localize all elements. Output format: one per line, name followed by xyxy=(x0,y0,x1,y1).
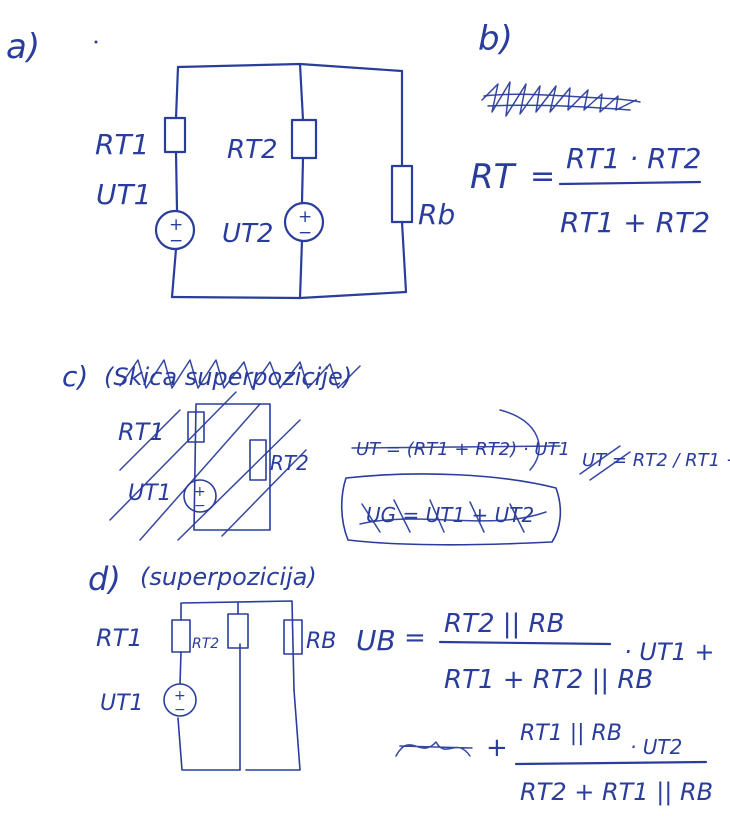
formula-d-frac1-den: RT1 + RT2 || RB xyxy=(444,665,653,695)
resistor-rb xyxy=(390,164,414,224)
title-c-strike xyxy=(119,359,361,389)
formula-d-frac1-num: RT2 || RB xyxy=(444,609,564,639)
wire-left-upper xyxy=(174,65,180,120)
wire-left-lower xyxy=(170,247,178,299)
source-ut1-plus: + xyxy=(169,215,183,235)
label-ut1: UT1 xyxy=(96,178,151,211)
source-ut2-plus: + xyxy=(298,207,312,227)
circuit-d-plus: + xyxy=(174,688,186,704)
formula-d-plus2: + xyxy=(486,733,508,763)
formula-b-numerator: RT1 · RT2 xyxy=(566,142,701,175)
wire-mid-upper xyxy=(298,62,305,122)
struck-formula-c1-text: UT = (RT1 + RT2) · UT1 xyxy=(356,439,570,460)
source-ut2-minus: − xyxy=(298,223,312,243)
formula-b: RT = RT1 · RT2 RT1 + RT2 xyxy=(470,142,710,239)
wire-bottom xyxy=(170,290,408,300)
formula-b-lhs: RT xyxy=(470,157,517,197)
formula-d-frac2-den: RT2 + RT1 || RB xyxy=(520,778,713,806)
formula-d-lhs: UB xyxy=(356,624,396,657)
circuit-d-right-bottom xyxy=(245,689,301,771)
formula-b-denominator: RT1 + RT2 xyxy=(560,206,710,239)
struck-formula-c1: UT = (RT1 + RT2) · UT1 xyxy=(351,409,570,471)
label-d: d) xyxy=(88,560,121,598)
formula-d: UB = RT2 || RB RT1 + RT2 || RB · UT1 + +… xyxy=(356,609,715,806)
title-d: (superpozicija) xyxy=(140,563,317,591)
wire-mid-lower xyxy=(298,239,304,300)
struck-formula-c2: UG = UT1 + UT2 xyxy=(340,473,562,546)
label-ut2: UT2 xyxy=(222,219,273,249)
label-a: a) xyxy=(6,27,40,67)
sketch-c-plus: + xyxy=(194,484,206,500)
source-ut2 xyxy=(283,201,325,243)
title-c: (Skica superpozicije) xyxy=(104,363,352,391)
circuit-d: + − RT1 RT2 RB UT1 xyxy=(96,600,336,771)
circuit-d-source xyxy=(163,683,197,717)
wire-top xyxy=(176,62,404,73)
formula-d-scribble xyxy=(395,741,473,757)
label-rt2: RT2 xyxy=(227,135,278,165)
circuit-d-top xyxy=(181,600,295,691)
circuit-d-rt2 xyxy=(227,613,249,649)
circuit-a: + − + − RT1 RT2 UT1 UT2 Rb xyxy=(95,62,455,300)
formula-b-fraction-bar xyxy=(558,180,702,186)
formula-d-times1: · UT1 + xyxy=(624,638,715,666)
sketch-c-label-rt2: RT2 xyxy=(270,451,309,475)
sketch-c-label-rt1: RT1 xyxy=(118,418,165,446)
label-rb: Rb xyxy=(418,198,455,231)
formula-d-frac1-bar xyxy=(438,640,612,646)
source-ut1-minus: − xyxy=(169,231,183,251)
formula-d-times2: · UT2 xyxy=(630,735,682,759)
crossed-out-scribble-b xyxy=(481,81,641,117)
sketch-c-rt2 xyxy=(249,439,267,481)
struck-formula-c2-box xyxy=(340,473,562,546)
sketch-c-source xyxy=(183,479,217,513)
label-c: c) xyxy=(62,360,88,393)
sketch-c-label-ut1: UT1 xyxy=(128,481,172,506)
formula-b-eq: = xyxy=(530,159,555,194)
formula-d-eq: = xyxy=(404,623,426,653)
partial-formula-c-text: UT = RT2 / RT1 + R xyxy=(582,450,730,471)
partial-formula-c: UT = RT2 / RT1 + R xyxy=(579,445,730,481)
formula-d-frac2-num: RT1 || RB xyxy=(520,721,622,746)
circuit-d-left-bottom xyxy=(177,717,241,771)
wire-right-lower xyxy=(400,220,408,294)
sketch-c-minus: − xyxy=(194,498,206,514)
struck-formula-c2-text: UG = UT1 + UT2 xyxy=(366,503,534,527)
formula-d-frac2-bar xyxy=(514,760,708,766)
circuit-d-left-wires xyxy=(179,602,182,685)
wire-left-mid xyxy=(174,150,179,212)
sketch-c-rt1 xyxy=(187,411,205,443)
sketch-c-frame xyxy=(193,403,271,531)
circuit-d-rb xyxy=(283,619,303,655)
label-rt1: RT1 xyxy=(95,128,149,161)
circuit-d-label-ut1: UT1 xyxy=(100,691,144,716)
wire-mid-mid xyxy=(300,156,305,204)
sketch-c-circuit: + − RT1 UT1 RT2 xyxy=(109,391,309,541)
ink-dot xyxy=(94,40,98,44)
circuit-d-label-rb: RB xyxy=(306,629,336,654)
resistor-rt1 xyxy=(163,116,187,154)
resistor-rt2 xyxy=(290,118,318,160)
circuit-d-label-rt1: RT1 xyxy=(96,624,143,652)
label-b: b) xyxy=(478,19,513,59)
circuit-d-rt1 xyxy=(171,619,191,653)
circuit-d-minus: − xyxy=(174,702,186,718)
circuit-d-label-rt2: RT2 xyxy=(192,636,219,652)
